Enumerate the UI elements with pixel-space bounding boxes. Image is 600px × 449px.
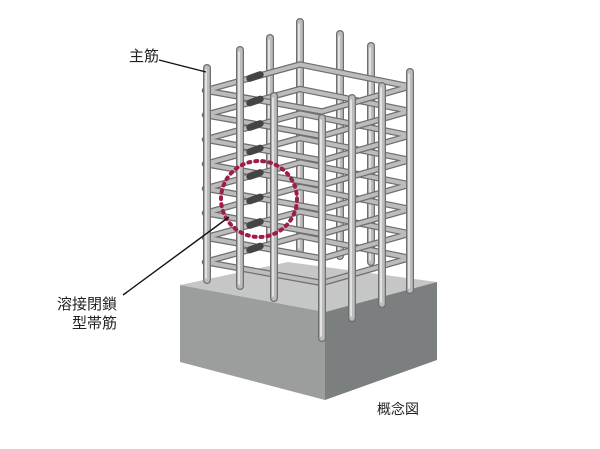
weld-joint-1: [246, 242, 264, 254]
main-rebar-front-1: [203, 64, 211, 284]
weld-joint-5: [246, 144, 264, 156]
main-rebar-front-3: [270, 92, 278, 302]
weld-highlight-circle: [219, 159, 299, 239]
weld-joints: [246, 71, 264, 254]
main-rebar-front-4: [318, 114, 326, 342]
hoop-leader-line: [122, 216, 230, 296]
weld-joint-8: [246, 71, 264, 82]
weld-joint-6: [246, 120, 264, 131]
main-rebar-label: 主筋: [129, 47, 160, 65]
weld-joint-4: [246, 169, 264, 180]
main-rebar-back-4: [266, 34, 274, 250]
weld-joint-2: [246, 218, 264, 229]
main-rebar-front-5: [348, 94, 356, 322]
weld-joint-7: [246, 95, 264, 107]
main-rebars-front: [203, 46, 414, 342]
main-rebar-front-7: [406, 68, 414, 294]
main-rebar-front-6: [378, 82, 386, 308]
hoop-label: 溶接閉鎖 型帯筋: [57, 295, 117, 333]
concept-caption: 概念図: [377, 402, 419, 418]
base-left-face: [180, 285, 325, 400]
hoop-label-line-2: 型帯筋: [72, 313, 118, 332]
base-top-face: [180, 262, 437, 312]
main-rebar-leader-line: [158, 59, 207, 73]
hoop-label-line-1: 溶接閉鎖: [57, 295, 118, 313]
weld-joint-3: [246, 193, 264, 205]
